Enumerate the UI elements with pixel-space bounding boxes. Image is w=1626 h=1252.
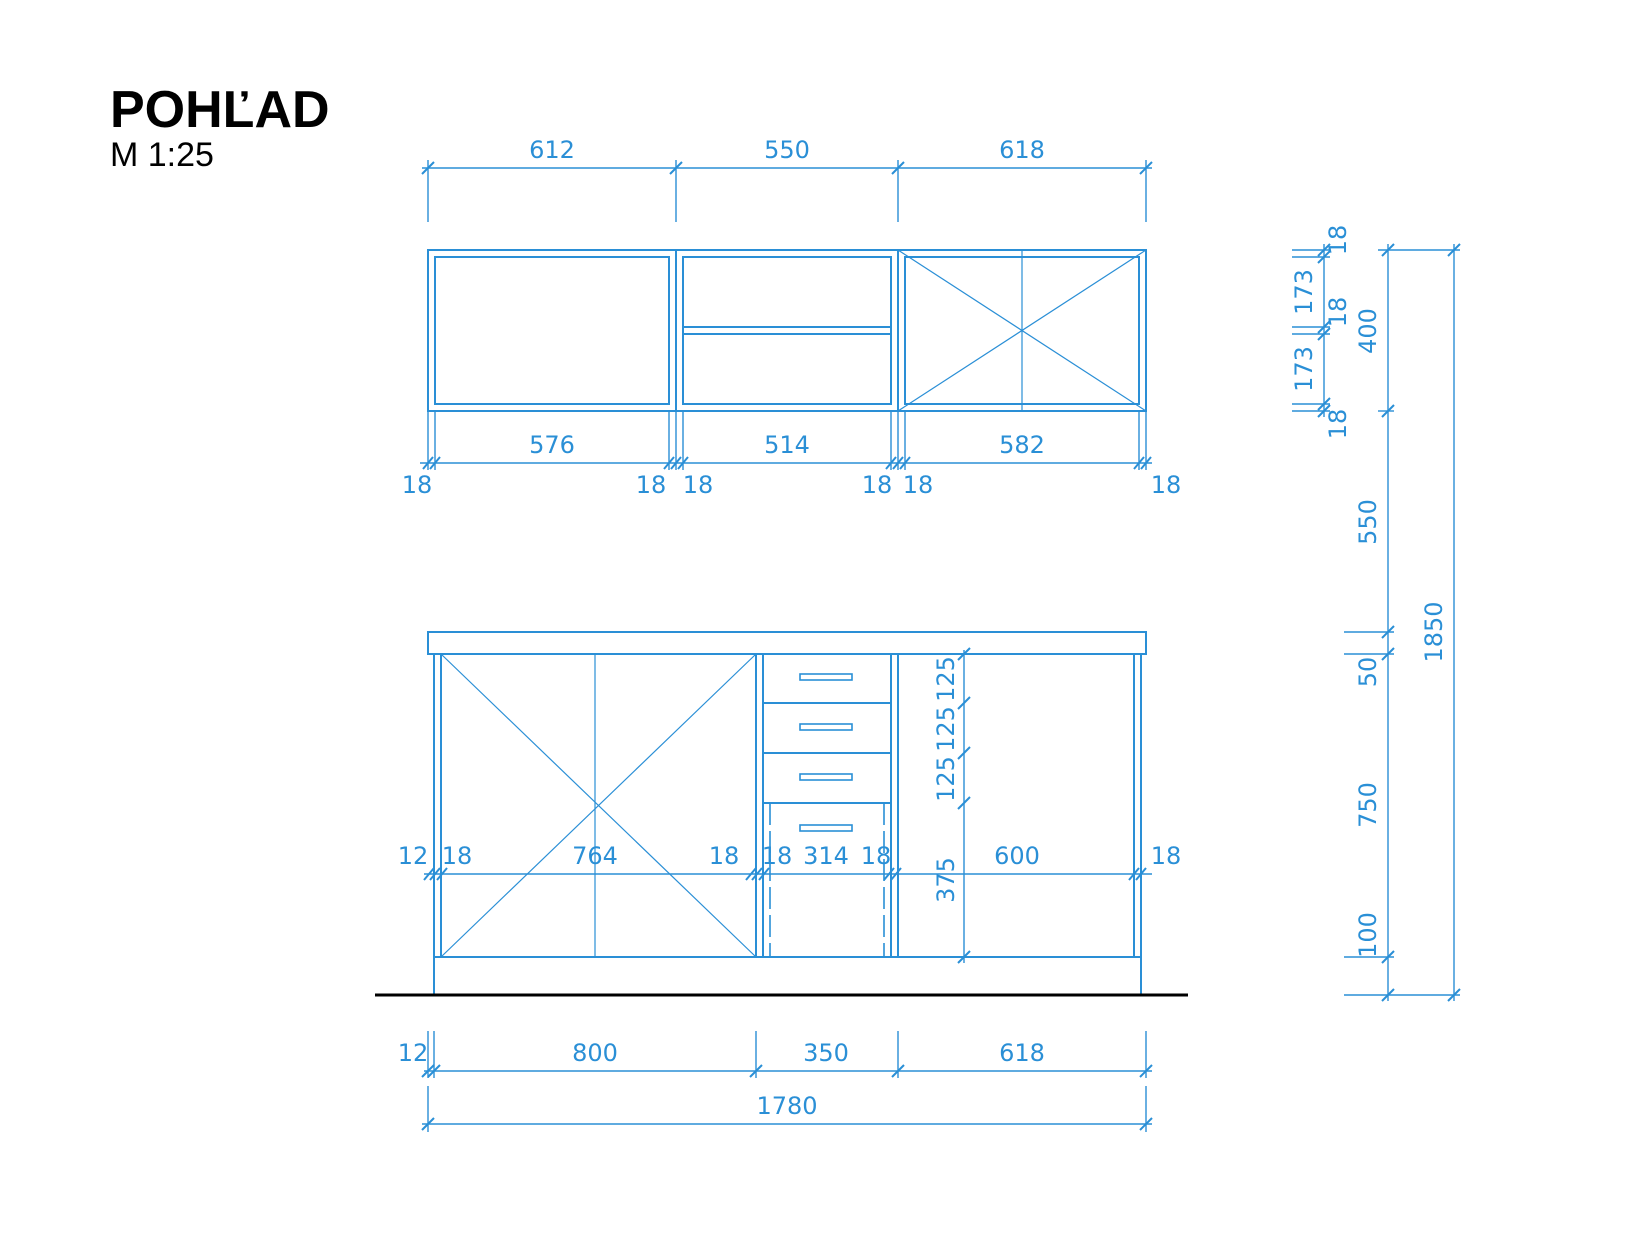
base-door-1-diag-2 (440, 653, 757, 958)
dim-label: 800 (572, 1039, 618, 1067)
dim-label: 375 (932, 857, 960, 903)
dim-label: 12 (398, 1039, 429, 1067)
dimensions: 612 550 618 576 514 582 18 18 (398, 136, 1461, 1132)
upper-door-diag-2 (897, 249, 1147, 412)
drawer-handle (799, 673, 853, 681)
upper-cabinet-outline (427, 249, 1147, 412)
base-cabinets (375, 631, 1188, 997)
upper-open-shelf (682, 256, 892, 405)
tick (421, 161, 435, 175)
tick (1447, 243, 1461, 257)
countertop (427, 631, 1147, 655)
dim-label: 1780 (756, 1092, 817, 1120)
drawer-handle (799, 773, 853, 781)
upper-door-1 (434, 256, 670, 405)
dim-label: 1850 (1420, 601, 1448, 662)
dim-label: 18 (442, 842, 473, 870)
dim-label: 314 (803, 842, 849, 870)
dim-label: 18 (1324, 297, 1352, 328)
dim-label: 173 (1290, 346, 1318, 392)
dim-label: 582 (999, 431, 1045, 459)
dim-label: 18 (862, 471, 893, 499)
dim-label: 18 (903, 471, 934, 499)
dim-label: 514 (764, 431, 810, 459)
dim-label: 550 (1354, 499, 1382, 545)
dim-label: 764 (572, 842, 618, 870)
dim-label: 618 (999, 136, 1045, 164)
dim-label: 612 (529, 136, 575, 164)
tick (669, 161, 683, 175)
dim-label: 125 (932, 656, 960, 702)
drawer-handle (799, 723, 853, 731)
dim-label: 750 (1354, 782, 1382, 828)
dim-label: 18 (636, 471, 667, 499)
dim-label: 18 (1151, 842, 1182, 870)
dim-label: 350 (803, 1039, 849, 1067)
dim-label: 18 (709, 842, 740, 870)
dim-label: 18 (1324, 225, 1352, 256)
tick-group (957, 647, 971, 964)
tick (421, 1117, 435, 1131)
dim-label: 550 (764, 136, 810, 164)
dim-label: 18 (1151, 471, 1182, 499)
dim-label: 100 (1354, 912, 1382, 958)
dim-label: 173 (1290, 269, 1318, 315)
drawing-scale: M 1:25 (110, 136, 214, 174)
dim-label: 18 (402, 471, 433, 499)
tick-group (1381, 243, 1395, 1002)
tick-group (422, 456, 1152, 470)
dim-label: 400 (1354, 308, 1382, 354)
tick (1139, 1117, 1153, 1131)
tick-group (1317, 243, 1331, 418)
tick (1447, 988, 1461, 1002)
tick (1139, 161, 1153, 175)
tick-group (421, 1064, 1153, 1078)
dim-label: 18 (1324, 409, 1352, 440)
dim-label: 125 (932, 756, 960, 802)
tick-group (423, 867, 1147, 881)
dim-label: 50 (1354, 657, 1382, 688)
dim-label: 576 (529, 431, 575, 459)
upper-cabinets (427, 249, 1147, 412)
dim-label: 18 (861, 842, 892, 870)
dim-label: 12 (398, 842, 429, 870)
dim-label: 600 (994, 842, 1040, 870)
drawer-handle (799, 824, 853, 832)
dim-label: 125 (932, 706, 960, 752)
dim-label: 18 (762, 842, 793, 870)
dim-label: 18 (683, 471, 714, 499)
tick (891, 161, 905, 175)
dim-label: 618 (999, 1039, 1045, 1067)
drawing-title: POHĽAD (110, 81, 330, 139)
